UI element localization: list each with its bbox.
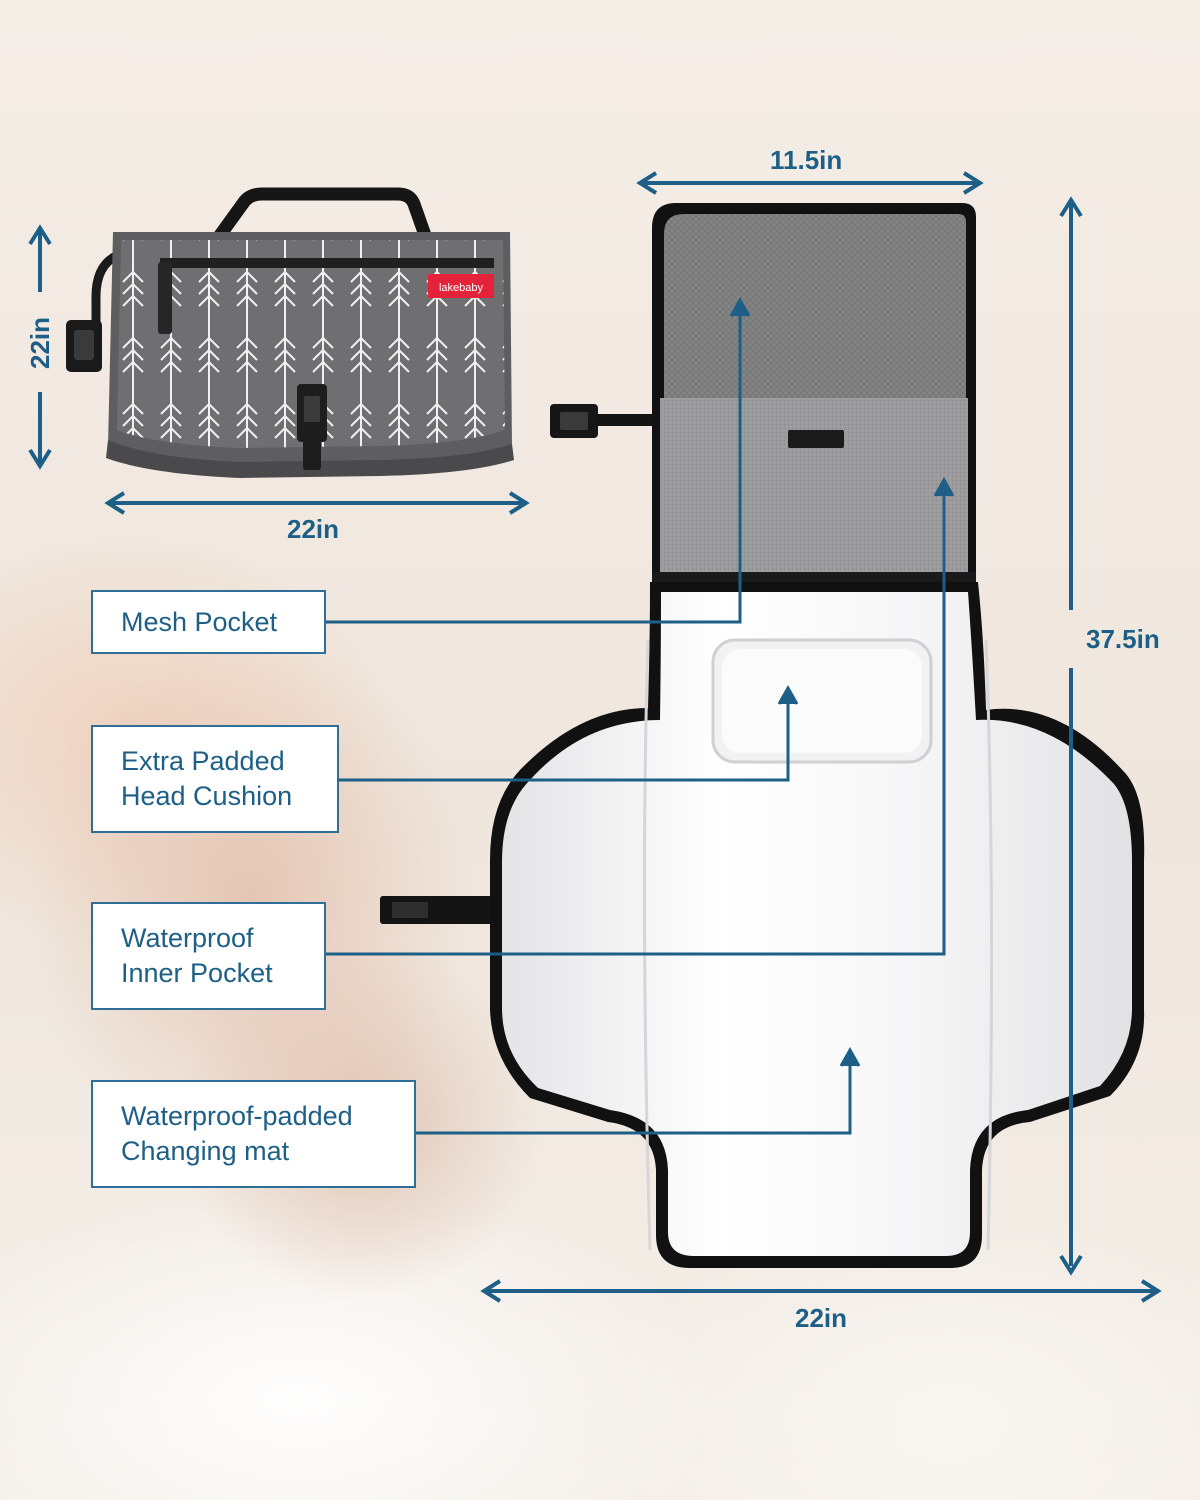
folded-width-label: 22in: [287, 514, 340, 544]
inner-pocket-tab: [788, 430, 844, 448]
top-width-label: 11.5in: [770, 145, 843, 175]
callout-mesh-pocket-text: Mesh Pocket: [121, 606, 278, 637]
inner-pocket: [660, 398, 968, 572]
leader-changing-mat: [416, 1054, 852, 1135]
full-height-label: 37.5in: [1086, 624, 1160, 654]
changing-mat: [502, 592, 1132, 1256]
callout-head-cushion-line1: Extra Padded: [121, 746, 285, 776]
pouch-handle: [212, 187, 433, 242]
dimension-arrows: [28, 171, 1162, 1303]
callout-changing-mat-line2: Changing mat: [121, 1136, 290, 1166]
pouch-logo-tag: [428, 274, 494, 298]
pouch-bottom-edge: [106, 440, 514, 478]
leader-head-cushion: [338, 692, 790, 782]
folded-pouch: lakebaby: [66, 187, 514, 478]
full-width-label: 22in: [795, 1303, 848, 1333]
mesh-pocket: [664, 214, 966, 400]
leader-inner-pocket: [326, 484, 946, 956]
unfolded-changing-pad: [380, 203, 1145, 1268]
callout-inner-pocket-line1: Waterproof: [121, 923, 254, 953]
pouch-zipper: [160, 258, 494, 268]
leader-mesh-pocket: [326, 304, 742, 624]
folded-height-label: 22in: [25, 316, 55, 370]
callout-mesh-pocket: Mesh Pocket: [91, 590, 326, 654]
callout-changing-mat: Waterproof-padded Changing mat: [91, 1080, 416, 1188]
pad-buckle-strap: [590, 414, 660, 426]
pouch-zipper-pull: [158, 262, 172, 334]
pouch-logo-text: lakebaby: [439, 282, 484, 294]
callout-leaders: [326, 296, 955, 1135]
pad-zipper-seam: [652, 572, 976, 582]
callout-head-cushion: Extra Padded Head Cushion: [91, 725, 339, 833]
callout-inner-pocket-line2: Inner Pocket: [121, 958, 273, 988]
callout-head-cushion-line2: Head Cushion: [121, 781, 293, 811]
callout-changing-mat-line1: Waterproof-padded: [121, 1101, 353, 1131]
callout-inner-pocket: Waterproof Inner Pocket: [91, 902, 326, 1010]
